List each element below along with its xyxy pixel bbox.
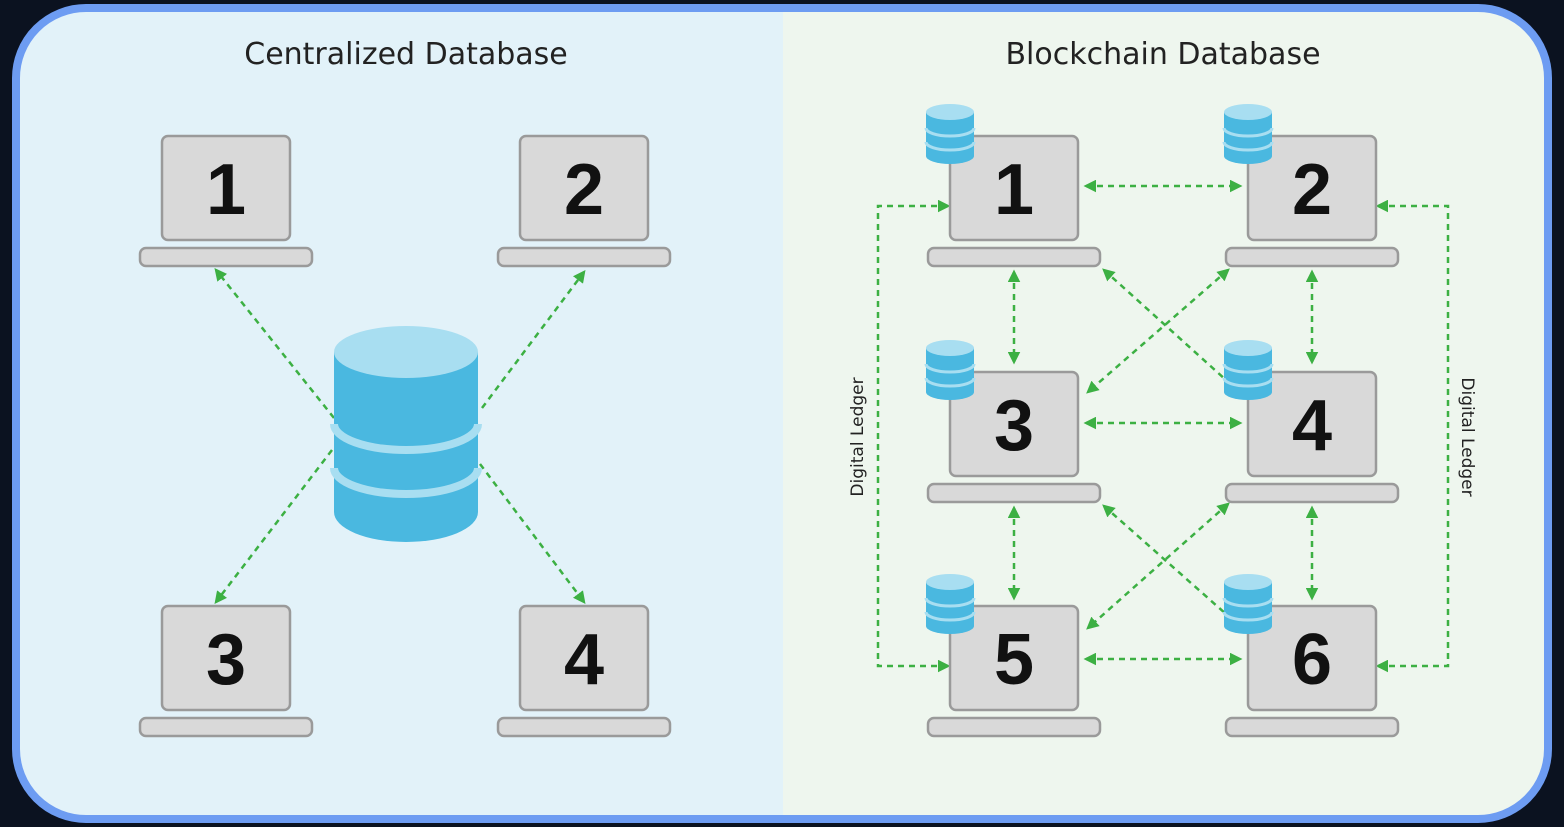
node-label: 3 bbox=[206, 620, 246, 700]
blockchain-node-5: 5 bbox=[924, 572, 1102, 738]
blockchain-node-3: 3 bbox=[924, 338, 1102, 504]
database-icon bbox=[924, 338, 976, 402]
laptop-icon bbox=[1246, 604, 1378, 712]
database-icon bbox=[924, 572, 976, 636]
blockchain-node-6: 6 bbox=[1222, 572, 1400, 738]
node-label: 2 bbox=[1292, 150, 1332, 230]
digital-ledger-label-left: Digital Ledger bbox=[848, 377, 868, 496]
centralized-node-4: 4 bbox=[496, 604, 672, 738]
laptop-icon bbox=[948, 604, 1080, 712]
arrow-4-5 bbox=[1086, 502, 1230, 630]
blockchain-node-4: 4 bbox=[1222, 338, 1400, 504]
arrow-db-to-4 bbox=[479, 463, 586, 604]
laptop-icon bbox=[1246, 370, 1378, 478]
database-icon bbox=[1222, 572, 1274, 636]
centralized-title: Centralized Database bbox=[244, 37, 568, 72]
blockchain-title: Blockchain Database bbox=[1005, 37, 1320, 72]
node-label: 1 bbox=[994, 150, 1034, 230]
laptop-icon bbox=[518, 604, 650, 712]
node-label: 5 bbox=[994, 620, 1034, 700]
centralized-node-2: 2 bbox=[496, 134, 672, 268]
blockchain-panel bbox=[783, 8, 1548, 819]
laptop-icon bbox=[160, 134, 292, 242]
node-label: 1 bbox=[206, 150, 246, 230]
database-icon bbox=[1222, 338, 1274, 402]
blockchain-node-2: 2 bbox=[1222, 102, 1400, 268]
arrow-2-3 bbox=[1086, 268, 1230, 394]
laptop-icon bbox=[1246, 134, 1378, 242]
centralized-node-1: 1 bbox=[138, 134, 314, 268]
ledger-loop-right bbox=[1375, 199, 1450, 673]
database-icon bbox=[1222, 102, 1274, 166]
node-label: 6 bbox=[1292, 620, 1332, 700]
ledger-loop-left bbox=[876, 199, 951, 673]
node-label: 4 bbox=[1292, 386, 1332, 466]
laptop-icon bbox=[948, 134, 1080, 242]
node-label: 4 bbox=[564, 620, 604, 700]
node-label: 3 bbox=[994, 386, 1034, 466]
central-database-icon bbox=[330, 326, 482, 542]
digital-ledger-label-right: Digital Ledger bbox=[1457, 377, 1477, 496]
laptop-icon bbox=[160, 604, 292, 712]
blockchain-node-1: 1 bbox=[924, 102, 1102, 268]
card-border bbox=[12, 4, 1552, 823]
node-label: 2 bbox=[564, 150, 604, 230]
arrow-db-to-3 bbox=[214, 449, 333, 604]
arrow-db-to-1 bbox=[214, 268, 335, 419]
laptop-icon bbox=[948, 370, 1080, 478]
database-icon bbox=[924, 102, 976, 166]
laptop-icon bbox=[518, 134, 650, 242]
centralized-node-3: 3 bbox=[138, 604, 314, 738]
